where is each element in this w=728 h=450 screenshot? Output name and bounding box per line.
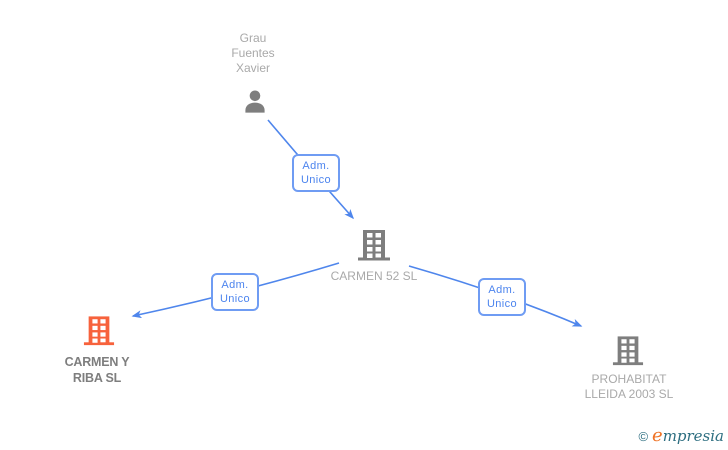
building-icon[interactable] [612,336,644,366]
building-icon[interactable] [357,230,391,261]
company-label-line: LLEIDA 2003 SL [584,387,674,401]
edge-label-adm-unico: Adm. Unico [211,273,259,311]
edge-label-line: Unico [219,293,251,305]
edge-label-line: Unico [486,298,518,310]
company-label-carmenyriba[interactable]: CARMEN Y RIBA SL [45,354,149,386]
company-label-line: PROHABITAT [591,372,667,386]
edge-label-line: Unico [300,174,332,186]
company-label-line: CARMEN Y [64,355,130,369]
brand-lead-letter: e [652,425,663,446]
brand-logo: empresia [652,425,724,446]
edge-label-line: Adm. [221,279,249,291]
edge-label-adm-unico: Adm. Unico [292,154,340,192]
person-name-line: Fuentes [231,46,275,60]
company-label-carmen52[interactable]: CARMEN 52 SL [330,269,418,283]
company-label-prohabitat[interactable]: PROHABITAT LLEIDA 2003 SL [564,372,694,402]
empresia-watermark: © empresia [638,425,724,446]
person-node-name[interactable]: Grau Fuentes Xavier [203,31,303,76]
company-label-line: RIBA SL [72,371,122,385]
edge-label-line: Adm. [488,284,516,296]
edge-label-line: Adm. [302,160,330,172]
person-name-line: Xavier [235,61,270,75]
copyright-icon: © [638,429,649,444]
brand-rest: mpresia [662,427,724,445]
building-icon-highlighted[interactable] [83,316,115,346]
edge-label-adm-unico: Adm. Unico [478,278,526,316]
person-name-line: Grau [239,31,267,45]
person-icon[interactable] [240,88,270,118]
